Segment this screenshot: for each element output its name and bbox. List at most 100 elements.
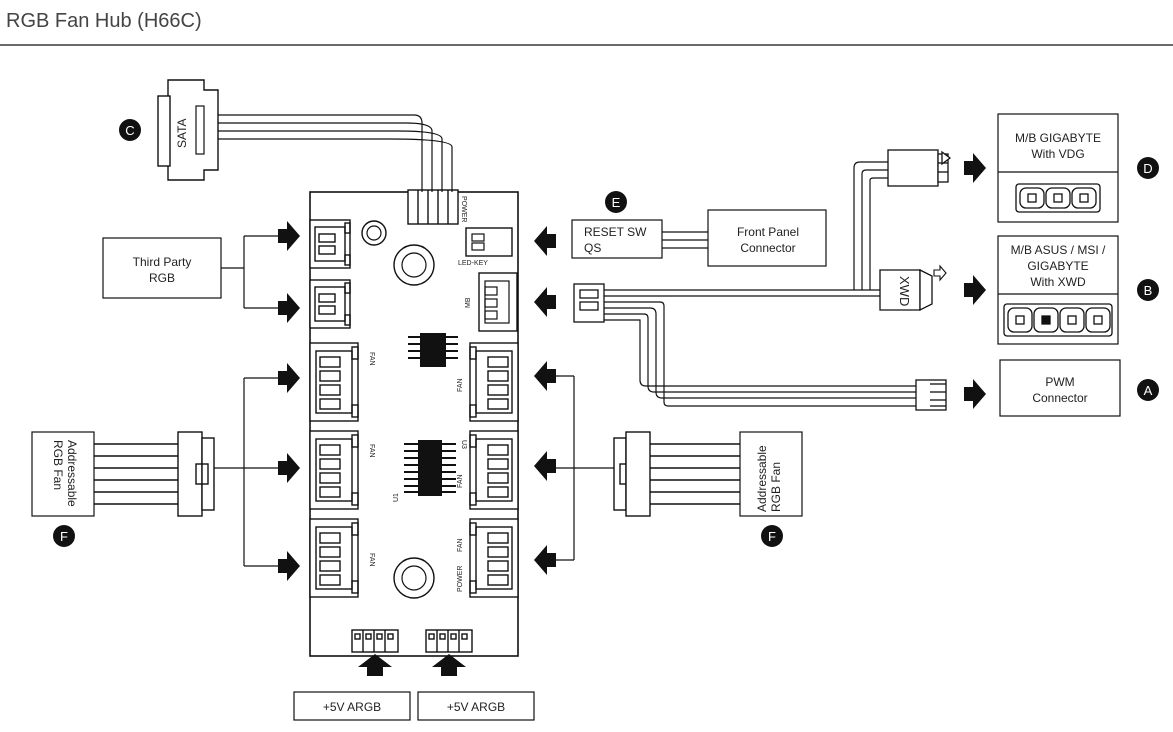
reset-line2: QS <box>584 241 601 255</box>
gigabyte-vdg-box: M/B GIGABYTE With VDG <box>997 113 1119 223</box>
fan-connector-left-3 <box>309 518 359 598</box>
third-party-line1: Third Party <box>133 255 192 269</box>
mb-cable-plug <box>573 283 605 323</box>
arrow-right-icon <box>964 275 986 305</box>
argb-header-2 <box>425 629 473 653</box>
sata-label: SATA <box>175 118 189 148</box>
xwd-plug: XWD <box>879 264 947 312</box>
power-bottom-label: POWER <box>457 566 464 592</box>
chip-u1 <box>404 440 456 496</box>
fan-label: FAN <box>457 378 464 392</box>
mount-hole <box>361 220 387 246</box>
argb-5v-box-1: +5V ARGB <box>293 691 411 721</box>
led-key-label: LED-KEY <box>458 260 488 267</box>
argb-fan-left: Addressable RGB Fan <box>31 431 215 517</box>
fan-connector-left-1 <box>309 342 359 422</box>
front-panel-box: Front Panel Connector <box>707 209 827 267</box>
pwm-line1: PWM <box>1045 375 1074 389</box>
arrow-up-icon <box>358 654 392 676</box>
arrow-right-icon <box>278 453 300 483</box>
argb-fan-right-line2: RGB Fan <box>769 462 783 512</box>
fan-connector-right-1 <box>469 342 519 422</box>
fan-connector-right-2 <box>469 430 519 510</box>
chip-u2 <box>408 333 458 367</box>
xwd-box: M/B ASUS / MSI / GIGABYTE With XWD <box>997 235 1119 345</box>
fan-label: FAN <box>368 553 375 567</box>
title-divider <box>0 44 1173 46</box>
badge-c: C <box>119 119 141 141</box>
svg-text:A: A <box>1144 383 1153 398</box>
vdg-plug <box>887 149 952 187</box>
u1-label: U1 <box>393 493 400 502</box>
argb-header-1 <box>351 629 399 653</box>
arrow-right-icon <box>278 551 300 581</box>
header: RGB Fan Hub (H66C) <box>0 0 1173 46</box>
svg-text:+5V ARGB: +5V ARGB <box>323 700 381 714</box>
arrow-left-icon <box>534 287 556 317</box>
arrow-up-icon <box>432 654 466 676</box>
arrow-left-icon <box>534 361 556 391</box>
page-title: RGB Fan Hub (H66C) <box>6 10 202 32</box>
front-panel-line1: Front Panel <box>737 225 799 239</box>
third-party-rgb-box: Third Party RGB <box>102 237 222 299</box>
badge-f-left: F <box>53 525 75 547</box>
argb-fan-left-line1: Addressable <box>65 440 79 507</box>
mb-label: MB <box>465 297 472 308</box>
badge-e: E <box>605 191 627 213</box>
argb-5v-box-2: +5V ARGB <box>417 691 535 721</box>
power-header-top <box>407 189 459 225</box>
third-party-line2: RGB <box>149 271 175 285</box>
svg-text:+5V ARGB: +5V ARGB <box>447 700 505 714</box>
svg-text:B: B <box>1144 283 1153 298</box>
arrow-right-icon <box>964 379 986 409</box>
arrow-right-icon <box>278 363 300 393</box>
badge-d: D <box>1137 157 1159 179</box>
sata-connector: SATA <box>157 79 453 192</box>
mb-connector <box>478 272 518 332</box>
argb-left-leader <box>214 377 278 567</box>
third-party-leader <box>221 235 278 309</box>
arrow-right-icon <box>964 153 986 183</box>
arrow-right-icon <box>278 293 300 323</box>
fan-connector-left-2 <box>309 430 359 510</box>
svg-text:C: C <box>125 123 134 138</box>
xwd-plug-label: XWD <box>897 276 912 306</box>
badge-b: B <box>1137 279 1159 301</box>
badge-f-right: F <box>761 525 783 547</box>
xwd-line2: GIGABYTE <box>1027 259 1088 273</box>
fan-label: FAN <box>457 474 464 488</box>
reset-sw-box: RESET SW QS <box>571 219 663 259</box>
front-panel-line2: Connector <box>740 241 795 255</box>
pwm-line2: Connector <box>1032 391 1087 405</box>
svg-text:F: F <box>768 529 776 544</box>
arrow-left-icon <box>534 226 556 256</box>
vdg-line1: M/B GIGABYTE <box>1015 131 1101 145</box>
third-party-connector-2 <box>309 279 351 329</box>
svg-text:E: E <box>612 195 621 210</box>
arrow-left-icon <box>534 545 556 575</box>
pwm-box: PWM Connector <box>999 359 1121 417</box>
mount-hole <box>393 244 435 286</box>
badge-a: A <box>1137 379 1159 401</box>
arrow-left-icon <box>534 451 556 481</box>
argb-fan-right-line1: Addressable <box>755 445 769 512</box>
third-party-connector-1 <box>309 219 351 269</box>
fan-label: FAN <box>368 444 375 458</box>
pwm-plug <box>915 379 947 411</box>
mount-hole <box>393 557 435 599</box>
hub-board: POWER LED-KEY MB FAN FAN FAN F <box>309 189 519 657</box>
argb-fan-left-line2: RGB Fan <box>51 440 65 490</box>
xwd-line1: M/B ASUS / MSI / <box>1011 243 1106 257</box>
argb-right-leader <box>556 375 614 561</box>
fan-label: FAN <box>457 538 464 552</box>
u3-label: U3 <box>460 440 467 449</box>
vdg-line2: With VDG <box>1031 147 1084 161</box>
arrow-right-icon <box>278 221 300 251</box>
xwd-line3: With XWD <box>1030 275 1086 289</box>
argb-fan-right: Addressable RGB Fan <box>613 431 803 517</box>
reset-line1: RESET SW <box>584 225 647 239</box>
mb-cable-wires <box>604 161 916 407</box>
svg-text:D: D <box>1143 161 1152 176</box>
power-top-label: POWER <box>460 196 467 222</box>
